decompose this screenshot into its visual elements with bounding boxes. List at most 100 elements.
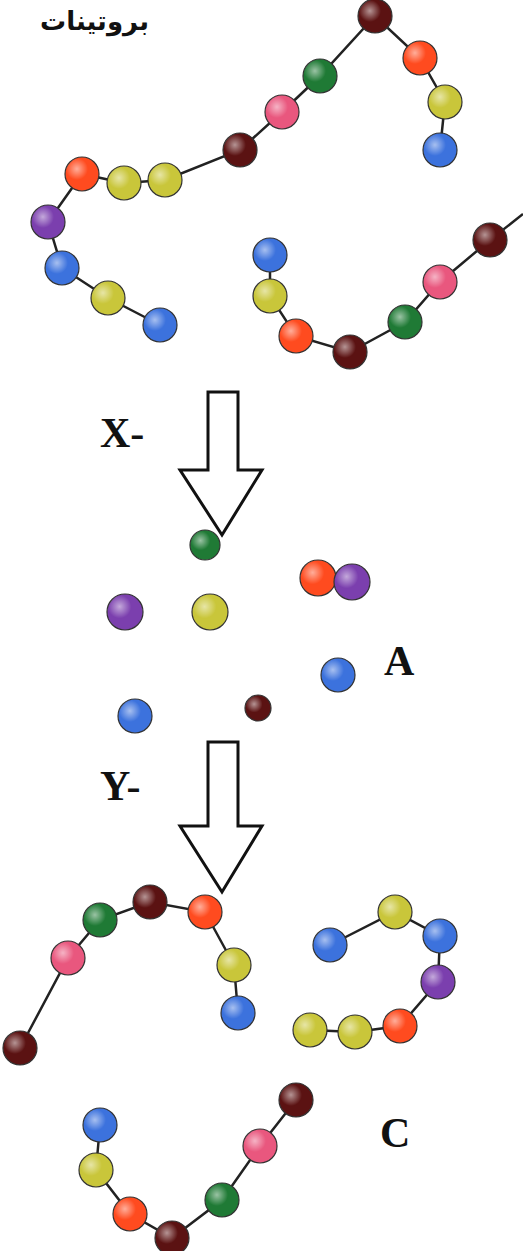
amino-acid: [253, 238, 287, 272]
amino-acid: [91, 281, 125, 315]
bead-highlight: [83, 903, 117, 937]
amino-acid: [334, 564, 370, 600]
bead-highlight: [143, 308, 177, 342]
bead-highlight: [223, 133, 257, 167]
amino-acid: [333, 335, 367, 369]
bead-highlight: [205, 1183, 239, 1217]
bead-highlight: [279, 1083, 313, 1117]
amino-acid: [65, 157, 99, 191]
amino-acid: [155, 1221, 189, 1251]
process-arrow: [180, 742, 262, 892]
process-label: Y-: [100, 765, 140, 807]
amino-acid: [107, 166, 141, 200]
amino-acid: [143, 308, 177, 342]
bead-highlight: [45, 251, 79, 285]
amino-acid: [217, 948, 251, 982]
bead-highlight: [65, 157, 99, 191]
amino-acid: [423, 265, 457, 299]
amino-acid: [421, 965, 455, 999]
amino-acid: [107, 594, 143, 630]
amino-acid: [83, 903, 117, 937]
bead-highlight: [133, 885, 167, 919]
bead-highlight: [423, 133, 457, 167]
stage-label: A: [384, 640, 414, 682]
amino-acid: [428, 85, 462, 119]
bead-highlight: [51, 941, 85, 975]
amino-acid: [378, 895, 412, 929]
bead-highlight: [83, 1108, 117, 1142]
bead-highlight: [118, 699, 152, 733]
amino-acid: [31, 205, 65, 239]
process-arrow: [180, 392, 262, 535]
amino-acid: [279, 319, 313, 353]
amino-acid: [303, 59, 337, 93]
bead-highlight: [358, 0, 392, 33]
peptide-chain: [48, 16, 445, 325]
bead-highlight: [423, 265, 457, 299]
peptide-chain: [270, 214, 523, 352]
bead-highlight: [245, 695, 271, 721]
amino-acid: [423, 919, 457, 953]
amino-acid: [253, 279, 287, 313]
amino-acid: [243, 1129, 277, 1163]
amino-acid: [221, 996, 255, 1030]
bead-highlight: [333, 335, 367, 369]
bead-highlight: [79, 1153, 113, 1187]
amino-acid: [338, 1015, 372, 1049]
stage-label: C: [380, 1112, 410, 1154]
peptide-chain: [310, 912, 440, 1032]
bead-highlight: [107, 166, 141, 200]
bead-highlight: [217, 948, 251, 982]
amino-acid: [300, 560, 336, 596]
bead-highlight: [279, 319, 313, 353]
bead-highlight: [148, 163, 182, 197]
bead-highlight: [253, 238, 287, 272]
amino-acid: [265, 95, 299, 129]
amino-acid: [83, 1108, 117, 1142]
amino-acid: [313, 928, 347, 962]
amino-acid: [279, 1083, 313, 1117]
amino-acid: [205, 1183, 239, 1217]
title-label: بروتينات: [40, 6, 149, 36]
amino-acid: [148, 163, 182, 197]
bead-highlight: [334, 564, 370, 600]
amino-acids: [3, 0, 507, 1251]
bead-highlight: [91, 281, 125, 315]
amino-acid: [383, 1009, 417, 1043]
peptide-bonds: [20, 16, 523, 1238]
bead-highlight: [3, 1031, 37, 1065]
bead-highlight: [303, 59, 337, 93]
bead-highlight: [155, 1221, 189, 1251]
bead-highlight: [253, 279, 287, 313]
amino-acid: [118, 699, 152, 733]
bead-highlight: [243, 1129, 277, 1163]
bead-highlight: [190, 530, 220, 560]
bead-highlight: [265, 95, 299, 129]
bead-highlight: [107, 594, 143, 630]
bead-highlight: [313, 928, 347, 962]
bead-highlight: [293, 1013, 327, 1047]
bead-highlight: [378, 895, 412, 929]
bead-highlight: [338, 1015, 372, 1049]
bead-highlight: [192, 594, 228, 630]
amino-acid: [51, 941, 85, 975]
amino-acid: [113, 1197, 147, 1231]
process-label: X-: [100, 412, 144, 454]
bead-highlight: [421, 965, 455, 999]
amino-acid: [223, 133, 257, 167]
bead-highlight: [300, 560, 336, 596]
bead-highlight: [31, 205, 65, 239]
bead-highlight: [473, 223, 507, 257]
amino-acid: [388, 305, 422, 339]
amino-acid: [188, 895, 222, 929]
bead-highlight: [388, 305, 422, 339]
peptide-chain: [96, 1100, 296, 1238]
bead-highlight: [221, 996, 255, 1030]
bead-highlight: [113, 1197, 147, 1231]
bead-highlight: [188, 895, 222, 929]
bead-highlight: [403, 41, 437, 75]
bead-highlight: [383, 1009, 417, 1043]
amino-acid: [79, 1153, 113, 1187]
amino-acid: [245, 695, 271, 721]
